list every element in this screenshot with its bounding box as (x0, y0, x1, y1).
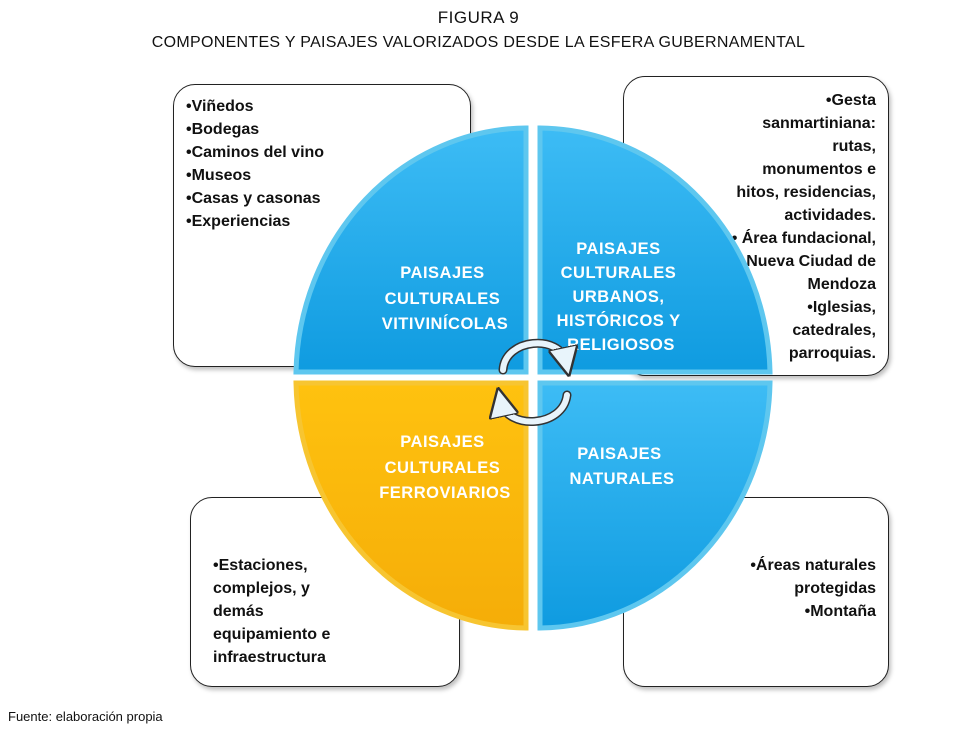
list-item: actividades. (784, 207, 876, 224)
label-line: HISTÓRICOS Y (557, 311, 681, 330)
list-item: equipamiento e (213, 626, 331, 643)
figure-title: COMPONENTES Y PAISAJES VALORIZADOS DESDE… (151, 34, 806, 51)
list-item: infraestructura (213, 649, 326, 666)
list-item: •Áreas naturales (750, 557, 876, 574)
quadrant-naturales (537, 380, 773, 631)
figure-number: FIGURA 9 (437, 8, 520, 27)
label-line: NATURALES (569, 470, 674, 488)
list-item: demás (213, 603, 264, 620)
list-item: •Bodegas (186, 121, 260, 138)
list-item: •Estaciones, (213, 557, 308, 574)
list-item: sanmartiniana: (762, 115, 876, 132)
quadrant-ferroviarios (293, 380, 529, 631)
label-naturales: PAISAJES NATURALES (569, 445, 674, 488)
label-line: PAISAJES (400, 264, 484, 282)
list-item: •Iglesias, (807, 299, 876, 316)
list-item: •Casas y casonas (186, 190, 321, 207)
label-line: PAISAJES (577, 445, 661, 463)
list-item: hitos, residencias, (736, 184, 876, 201)
label-line: FERROVIARIOS (379, 484, 511, 502)
cycle-arrows-icon (501, 338, 567, 426)
label-vitivinicolas: PAISAJES CULTURALES VITIVINÍCOLAS (382, 264, 509, 333)
label-line: URBANOS, (572, 288, 664, 306)
list-item: •Experiencias (186, 213, 291, 230)
label-line: RELIGIOSOS (567, 336, 675, 354)
list-item: complejos, y (213, 580, 310, 597)
list-item: Nueva Ciudad de (746, 253, 876, 270)
label-line: PAISAJES (576, 240, 660, 258)
list-item: •Viñedos (186, 98, 254, 115)
list-item: •Caminos del vino (186, 144, 325, 161)
list-item: •Gesta (825, 92, 876, 109)
label-line: CULTURALES (385, 459, 501, 477)
list-item: parroquias. (788, 345, 876, 362)
list-item: •Montaña (804, 603, 876, 620)
list-item: Mendoza (807, 276, 876, 293)
quadrant-vitivinicolas (293, 125, 529, 375)
source-note: Fuente: elaboración propia (8, 709, 163, 724)
label-ferroviarios: PAISAJES CULTURALES FERROVIARIOS (379, 433, 511, 502)
list-item: monumentos e (762, 161, 876, 178)
label-urbanos: PAISAJES CULTURALES URBANOS, HISTÓRICOS … (557, 240, 686, 354)
list-item: protegidas (794, 580, 876, 597)
list-item: catedrales, (792, 322, 876, 339)
label-line: VITIVINÍCOLAS (382, 314, 509, 333)
label-line: CULTURALES (561, 264, 677, 282)
label-line: CULTURALES (385, 290, 501, 308)
list-item: • Área fundacional, (731, 230, 876, 247)
label-line: PAISAJES (400, 433, 484, 451)
list-item: rutas, (832, 138, 876, 155)
list-item: •Museos (186, 167, 252, 184)
quadrant-urbanos (537, 125, 773, 375)
